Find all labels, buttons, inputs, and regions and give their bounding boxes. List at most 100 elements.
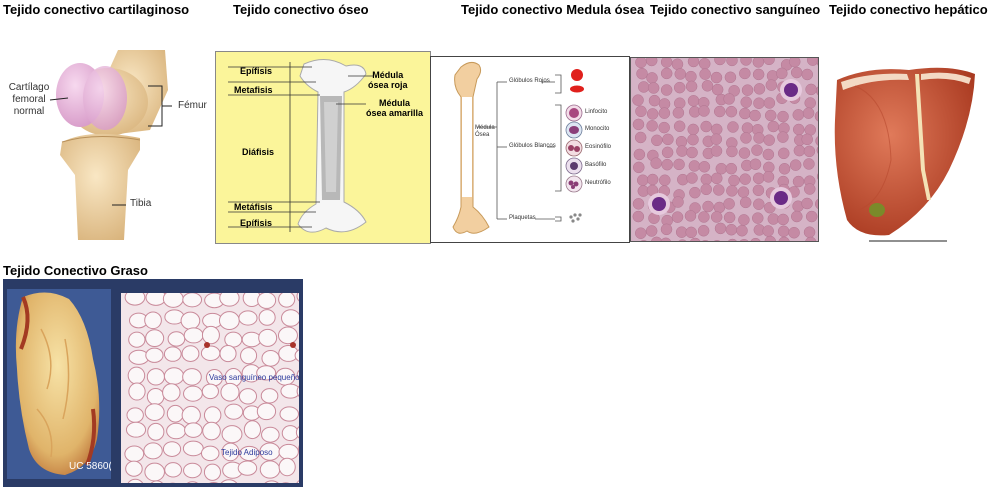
red-blood-cell	[632, 94, 644, 106]
red-blood-cell	[749, 109, 761, 122]
red-blood-cell	[723, 198, 735, 210]
red-blood-cell	[685, 80, 698, 93]
heading-fat: Tejido Conectivo Graso	[3, 263, 148, 278]
red-blood-cell	[640, 240, 647, 241]
red-blood-cell	[752, 212, 764, 224]
red-blood-cell	[725, 162, 738, 175]
adipocyte	[261, 349, 280, 367]
red-blood-cell	[648, 94, 661, 107]
heading-cartilaginous: Tejido conectivo cartilaginoso	[3, 2, 190, 17]
red-blood-cell	[801, 197, 813, 210]
red-blood-cell	[816, 58, 818, 66]
adipocyte	[183, 327, 204, 344]
label-tibia: Tibia	[130, 198, 152, 209]
red-blood-cell	[788, 58, 801, 68]
adipocyte	[219, 293, 240, 307]
red-blood-cell	[660, 67, 673, 80]
knee-cartilage-figure	[0, 50, 212, 245]
red-blood-cell	[702, 200, 714, 213]
adipocyte	[202, 421, 221, 441]
red-blood-cell	[633, 161, 645, 174]
adipocyte	[277, 326, 298, 345]
red-blood-cell	[739, 173, 751, 185]
red-blood-cell	[801, 68, 814, 81]
red-blood-cell	[687, 133, 699, 146]
adipocyte	[181, 405, 201, 425]
red-blood-cell	[651, 134, 663, 147]
red-blood-cell	[739, 239, 749, 241]
white-blood-cell-nucleus	[784, 83, 798, 97]
red-blood-cell	[726, 145, 738, 158]
red-blood-cell	[753, 97, 765, 109]
red-blood-cell	[671, 58, 684, 71]
adipocyte	[127, 478, 144, 483]
red-blood-cell	[816, 173, 818, 180]
red-blood-cell	[790, 66, 803, 79]
red-blood-cell	[700, 183, 712, 196]
white-blood-cell-nucleus	[774, 191, 788, 205]
adipocyte	[162, 383, 181, 402]
adipocyte	[145, 347, 164, 363]
adipocyte	[261, 426, 280, 443]
red-blood-cell	[636, 174, 649, 186]
red-blood-cell	[690, 237, 701, 241]
red-blood-cell	[700, 120, 712, 133]
red-blood-cell	[673, 81, 686, 94]
red-blood-cell	[751, 144, 763, 156]
red-blood-cell	[777, 110, 789, 123]
red-blood-cell	[792, 109, 805, 121]
adipocyte	[264, 480, 279, 483]
red-blood-cell	[805, 210, 818, 223]
red-blood-cell	[660, 237, 672, 241]
red-blood-cell	[816, 146, 818, 154]
label-red-marrow: Médula ósea roja	[368, 70, 408, 90]
red-blood-cell	[749, 158, 762, 171]
adipocyte	[224, 331, 243, 348]
red-blood-cell	[778, 163, 791, 175]
adipocyte	[238, 310, 258, 326]
red-blood-cell	[789, 159, 802, 171]
red-blood-cell	[632, 210, 645, 223]
blood-smear-image	[631, 58, 818, 241]
red-blood-cell	[739, 107, 751, 120]
red-blood-cell	[687, 95, 700, 107]
adipocyte	[296, 369, 299, 380]
red-blood-cell	[805, 236, 817, 241]
adipocyte	[150, 480, 164, 483]
adipocyte	[126, 407, 144, 423]
adipocyte	[221, 442, 240, 462]
label-adipose-tissue: Tejido Adiposo	[221, 448, 273, 457]
label-small-vessel: Vaso sanguíneo pequeño	[209, 373, 299, 382]
adipocyte	[237, 460, 258, 476]
red-blood-cell	[645, 58, 658, 67]
red-blood-cell	[632, 198, 645, 210]
red-blood-cell	[814, 198, 818, 210]
red-blood-cell	[763, 58, 775, 66]
adipocyte	[258, 309, 276, 326]
red-blood-cell	[633, 148, 646, 161]
red-blood-cell	[764, 109, 777, 122]
adipocyte	[143, 442, 163, 460]
adipocyte	[256, 365, 277, 381]
red-blood-cell	[637, 81, 650, 93]
adipocyte	[221, 425, 243, 444]
adipocyte	[125, 460, 143, 477]
red-blood-cell	[660, 58, 673, 68]
red-blood-cell	[801, 133, 813, 146]
label-marrow-center: Médula Ósea	[475, 125, 495, 138]
red-blood-cell	[662, 133, 674, 146]
white-blood-cell-nucleus	[652, 197, 666, 211]
red-blood-cell	[740, 132, 752, 144]
adipocyte	[203, 463, 222, 481]
red-blood-cell	[660, 223, 673, 236]
adipocyte	[296, 480, 299, 483]
red-blood-cell	[739, 67, 751, 80]
red-blood-cell	[792, 175, 805, 188]
bone-diagram: Epífisis Metafisis Diáfisis Metáfisis Ep…	[216, 52, 430, 243]
adipocyte	[182, 293, 203, 308]
red-blood-cell	[713, 184, 725, 196]
adipocyte	[279, 406, 299, 422]
adipocyte	[128, 331, 146, 348]
red-blood-cell	[650, 157, 662, 169]
adipocyte	[219, 345, 237, 363]
